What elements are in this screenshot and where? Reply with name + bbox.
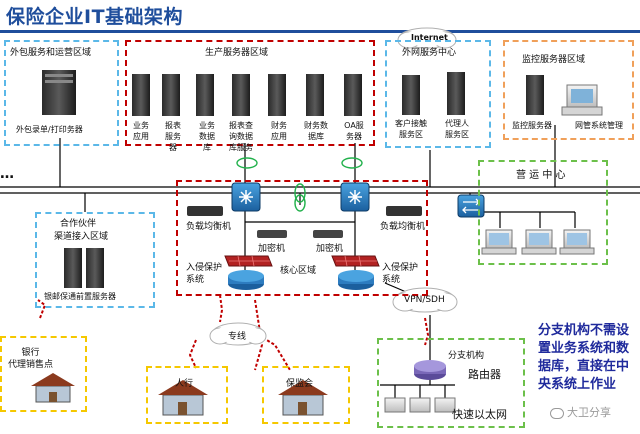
ops-zone-label: 营 运 中 心 [516, 170, 566, 181]
production-server-label: OA服 务器 [344, 121, 364, 141]
vpn-label: VPN/SDH [404, 295, 445, 305]
partner-zone-label-2: 渠道接入区域 [54, 232, 109, 242]
internet-label: Internet [411, 33, 448, 42]
production-zone [125, 40, 375, 146]
circ-house-icon [278, 380, 328, 416]
branch-zone [377, 338, 525, 428]
partner-zone [35, 212, 155, 308]
outsource-zone [4, 40, 119, 146]
circ-zone [262, 366, 350, 424]
pbc-label: 人行 [175, 379, 194, 389]
dedicated-line-label: 专线 [228, 332, 247, 342]
load-balancer-right-icon [386, 206, 422, 216]
agent-service-label: 代理人 服务区 [445, 119, 469, 139]
monitor-zone [503, 40, 634, 140]
continuation-dots: … [0, 166, 14, 182]
enc-right-label: 加密机 [316, 244, 344, 254]
ops-switch-icon [457, 194, 485, 218]
production-server-label: 财务数 据库 [304, 121, 328, 141]
encryptor-right-icon [313, 230, 343, 238]
pbc-zone [146, 366, 228, 424]
bank-zone-label: 银行 代理销售点 [8, 348, 54, 370]
wechat-icon [550, 407, 564, 419]
production-zone-label: 生产服务器区域 [205, 48, 269, 58]
firewall-left-icon [224, 255, 273, 267]
core-zone [176, 180, 428, 296]
note-line-3: 据库，直接在中 [538, 359, 630, 374]
partner-zone-label-1: 合作伙伴 [60, 219, 97, 229]
external-zone-label: 外网服务中心 [402, 48, 457, 58]
branch-router-icon [414, 360, 446, 380]
router-label: 路由器 [468, 368, 501, 381]
production-server-label: 业务 数据 库 [199, 121, 215, 152]
partner-server-label: 银邮保通前置服务器 [44, 292, 116, 301]
netmgmt-label: 网管系统管理 [575, 121, 623, 130]
customer-service-label: 客户接触 服务区 [395, 119, 427, 139]
external-zone [385, 40, 491, 148]
enc-left-label: 加密机 [258, 244, 286, 254]
note-line-4: 央系统上作业 [538, 377, 617, 392]
production-server-label: 报表 服务 器 [165, 121, 181, 152]
watermark: 大卫分享 [550, 404, 611, 420]
outsource-zone-label: 外包服务和运营区域 [10, 48, 92, 58]
title-underline [0, 30, 640, 33]
production-server-label: 报表查 询数据 库服务 [229, 121, 253, 152]
outsource-server-label: 外包录单/打印务器 [16, 125, 83, 134]
dedicated-line-cloud-icon [209, 322, 267, 346]
note-line-1: 分支机构不需设 [538, 323, 630, 338]
ids-right-label: 入侵保护 系统 [382, 263, 419, 285]
bank-house-icon [31, 373, 75, 403]
lb-left-label: 负载均衡机 [186, 222, 232, 232]
ids-router-right-icon [338, 270, 374, 290]
production-server-label: 财务 应用 [271, 121, 287, 141]
aggregation-rings [236, 157, 363, 212]
ops-pc-icons [481, 229, 595, 255]
partner-server-icon [64, 248, 104, 288]
core-switch-left-icon [231, 182, 261, 212]
load-balancer-left-icon [187, 206, 223, 216]
ids-router-left-icon [228, 270, 264, 290]
bank-zone [0, 336, 87, 412]
lb-right-label: 负载均衡机 [380, 222, 426, 232]
watermark-text: 大卫分享 [567, 406, 611, 419]
branch-note: 分支机构不需设 置业务系统和数 据库，直接在中 央系统上作业 [538, 322, 629, 394]
firewall-right-icon [331, 255, 380, 267]
note-line-2: 置业务系统和数 [538, 341, 630, 356]
monitor-server-icon [526, 75, 544, 115]
branch-pc-icons [384, 397, 456, 413]
production-server-icons [132, 74, 362, 116]
encryptor-left-icon [257, 230, 287, 238]
ops-zone [478, 160, 608, 265]
monitor-server-label: 监控服务器 [512, 121, 552, 130]
outsource-server-icon [42, 70, 76, 115]
core-zone-label: 核心区域 [280, 266, 317, 276]
page-title: 保险企业IT基础架构 [6, 6, 184, 28]
circ-label: 保监会 [286, 379, 314, 389]
monitor-zone-label: 监控服务器区域 [522, 55, 586, 65]
link-lines [0, 125, 640, 398]
wan-links [37, 294, 430, 371]
production-server-label: 业务 应用 [133, 121, 149, 141]
ids-left-label: 入侵保护 系统 [186, 263, 223, 285]
ethernet-label: 快速以太网 [452, 408, 507, 421]
network-management-pc-icon [561, 84, 603, 116]
pbc-house-icon [158, 380, 208, 416]
core-switch-right-icon [340, 182, 370, 212]
branch-label: 分支机构 [448, 351, 485, 361]
external-server-icons [402, 72, 465, 115]
